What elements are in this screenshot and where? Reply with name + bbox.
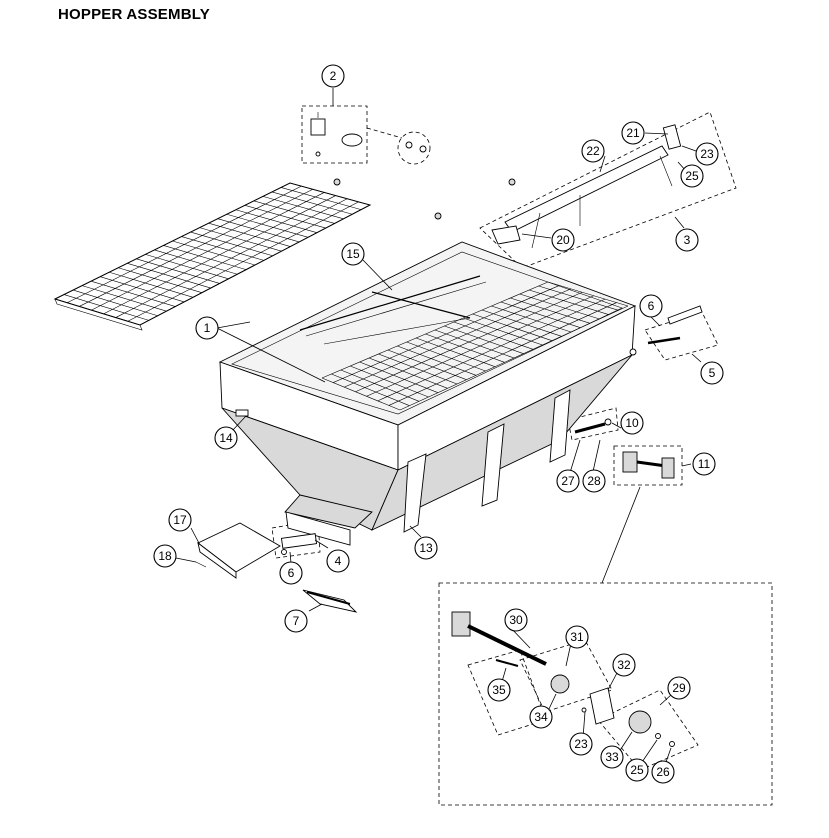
svg-text:2: 2 <box>330 69 337 83</box>
svg-text:31: 31 <box>570 630 584 644</box>
callout-31: 31 <box>565 625 589 649</box>
detail-parts <box>451 611 675 747</box>
hopper-body <box>218 241 637 546</box>
svg-text:22: 22 <box>586 144 600 158</box>
callout-15: 15 <box>341 242 365 266</box>
callout-2: 2 <box>321 64 345 88</box>
callout-33: 33 <box>600 745 624 769</box>
group-outlines <box>271 105 773 806</box>
callout-26: 26 <box>651 760 675 784</box>
svg-text:13: 13 <box>419 541 433 555</box>
group-box-3 <box>479 111 737 269</box>
group-box-5 <box>644 311 719 361</box>
callout-34: 34 <box>529 705 553 729</box>
callout-4: 4 <box>326 549 350 573</box>
callout-35: 35 <box>487 678 511 702</box>
svg-text:17: 17 <box>173 513 187 527</box>
callout-20: 20 <box>551 228 575 252</box>
svg-text:21: 21 <box>626 126 640 140</box>
callout-6-lower: 6 <box>279 561 303 585</box>
svg-text:5: 5 <box>709 366 716 380</box>
group-box-2 <box>301 105 368 164</box>
svg-text:23: 23 <box>700 147 714 161</box>
callout-30: 30 <box>504 608 528 632</box>
grate-panel <box>53 182 372 331</box>
callout-25-top: 25 <box>680 164 704 188</box>
page-title: HOPPER ASSEMBLY <box>58 6 210 23</box>
group-box-31 <box>519 639 613 713</box>
svg-text:10: 10 <box>625 416 639 430</box>
svg-text:18: 18 <box>158 549 172 563</box>
callout-10: 10 <box>620 411 644 435</box>
detail-connector <box>601 486 641 584</box>
svg-text:28: 28 <box>587 474 601 488</box>
svg-text:6: 6 <box>288 566 295 580</box>
callout-32: 32 <box>612 653 636 677</box>
svg-text:7: 7 <box>293 614 300 628</box>
svg-text:33: 33 <box>605 750 619 764</box>
hardware-parts <box>195 112 703 613</box>
svg-text:1: 1 <box>204 321 211 335</box>
svg-text:3: 3 <box>684 233 691 247</box>
callout-3: 3 <box>675 228 699 252</box>
group-circle-2 <box>397 131 431 165</box>
callout-18: 18 <box>153 544 177 568</box>
svg-text:32: 32 <box>617 658 631 672</box>
svg-text:6: 6 <box>648 299 655 313</box>
group-box-11 <box>613 445 683 486</box>
callouts: 1 2 3 4 5 6 7 10 11 13 14 15 17 18 20 21… <box>153 64 724 784</box>
callout-6: 6 <box>639 294 663 318</box>
svg-text:25: 25 <box>630 763 644 777</box>
callout-29: 29 <box>667 676 691 700</box>
detail-box <box>438 582 773 806</box>
svg-text:34: 34 <box>534 710 548 724</box>
svg-text:29: 29 <box>672 681 686 695</box>
callout-5: 5 <box>700 361 724 385</box>
svg-text:25: 25 <box>685 169 699 183</box>
svg-text:15: 15 <box>346 247 360 261</box>
callout-22: 22 <box>581 139 605 163</box>
callout-23-detail: 23 <box>569 732 593 756</box>
svg-text:27: 27 <box>561 474 575 488</box>
svg-text:35: 35 <box>492 683 506 697</box>
bracket-assembly <box>491 124 682 249</box>
svg-text:11: 11 <box>698 457 711 471</box>
group-box-10 <box>567 407 619 441</box>
callout-25-detail: 25 <box>625 758 649 782</box>
svg-text:20: 20 <box>556 233 570 247</box>
callout-17: 17 <box>168 508 192 532</box>
callout-13: 13 <box>414 536 438 560</box>
svg-text:14: 14 <box>219 431 233 445</box>
callout-27: 27 <box>556 469 580 493</box>
callout-11: 11 <box>692 452 716 476</box>
callout-23-top: 23 <box>695 142 719 166</box>
svg-text:23: 23 <box>574 737 588 751</box>
callout-28: 28 <box>582 469 606 493</box>
group-box-29 <box>597 689 699 771</box>
callout-1: 1 <box>195 316 219 340</box>
svg-text:26: 26 <box>656 765 670 779</box>
callout-14: 14 <box>214 426 238 450</box>
svg-text:4: 4 <box>335 554 342 568</box>
callout-21: 21 <box>621 121 645 145</box>
callout-7: 7 <box>284 609 308 633</box>
svg-text:30: 30 <box>509 613 523 627</box>
